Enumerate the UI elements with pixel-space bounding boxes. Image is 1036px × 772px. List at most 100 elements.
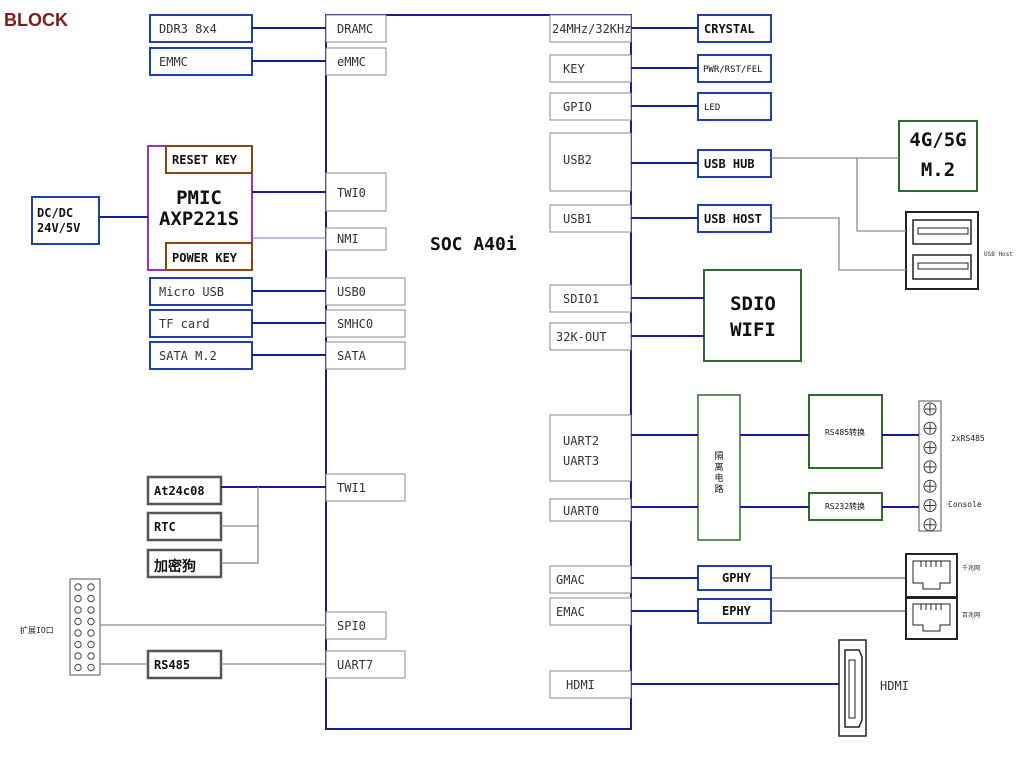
left-connections bbox=[99, 27, 326, 665]
port-usb1-label: USB1 bbox=[563, 212, 592, 226]
port-sdio1-label: SDIO1 bbox=[563, 292, 599, 306]
isolation-char-3: 电 bbox=[714, 472, 723, 484]
power-key-label: POWER KEY bbox=[172, 251, 238, 265]
dongle-label: 加密狗 bbox=[153, 558, 196, 575]
port-uart2-uart3 bbox=[549, 414, 632, 482]
port-usb2 bbox=[549, 132, 632, 192]
port-key-label: KEY bbox=[563, 62, 585, 76]
expansion-io-pin bbox=[74, 594, 82, 603]
port-32k-out bbox=[549, 322, 632, 351]
led-label: LED bbox=[704, 103, 720, 113]
emmc-label: EMMC bbox=[159, 55, 188, 69]
usb-host-box bbox=[697, 204, 772, 233]
dcdc-label-line1: DC/DC bbox=[37, 206, 73, 220]
usb-host-connector bbox=[905, 211, 979, 290]
wifi-label-line2: WIFI bbox=[730, 319, 776, 341]
expansion-io-pin bbox=[74, 652, 82, 660]
right-devices: CRYSTAL PWR/RST/FEL LED USB HUB USB HOST… bbox=[697, 14, 1013, 737]
terminal-screws bbox=[923, 402, 937, 532]
micro-usb-label: Micro USB bbox=[159, 285, 224, 299]
port-dramc-label: DRAMC bbox=[337, 22, 373, 36]
rj45-fast-pins bbox=[920, 604, 942, 610]
usb-host-port-label: USB Host bbox=[984, 251, 1013, 258]
power-key-box bbox=[165, 242, 253, 271]
expansion-io-header bbox=[69, 578, 101, 676]
terminal-screw bbox=[923, 499, 937, 512]
isolation-char-2: 离 bbox=[714, 461, 723, 473]
at24c08-box bbox=[146, 475, 223, 506]
port-twi0 bbox=[325, 172, 387, 212]
port-uart0 bbox=[549, 498, 632, 522]
port-smhc0-label: SMHC0 bbox=[337, 317, 373, 331]
reset-key-label: RESET KEY bbox=[172, 153, 238, 167]
expansion-io-pin bbox=[87, 617, 95, 626]
at24c08-label: At24c08 bbox=[154, 484, 205, 498]
sata-m2-label: SATA M.2 bbox=[159, 349, 217, 363]
m2-label-line1: 4G/5G bbox=[909, 129, 966, 151]
rs485-converter-box bbox=[808, 394, 883, 469]
expansion-io-pin bbox=[74, 640, 82, 649]
port-usb0-label: USB0 bbox=[337, 285, 366, 299]
port-sdio1 bbox=[549, 284, 632, 313]
port-emac-label: EMAC bbox=[556, 605, 585, 619]
port-spi0-label: SPI0 bbox=[337, 619, 366, 633]
port-nmi bbox=[325, 227, 387, 251]
port-clock bbox=[549, 14, 632, 43]
port-nmi-label: NMI bbox=[337, 232, 359, 246]
crystal-box bbox=[697, 14, 772, 43]
expansion-io-pin bbox=[87, 606, 95, 614]
usb-host-label: USB HOST bbox=[704, 212, 762, 226]
gigabit-port-label: 千兆网 bbox=[962, 564, 980, 572]
line-host-usb-port bbox=[771, 217, 906, 271]
port-gmac bbox=[549, 565, 632, 594]
soc-left-ports: DRAMC eMMC TWI0 NMI USB0 SMHC0 SATA TWI1… bbox=[325, 14, 406, 679]
reset-key-box bbox=[165, 145, 253, 174]
ddr3-label: DDR3 8x4 bbox=[159, 22, 217, 36]
terminal-screw bbox=[923, 402, 937, 416]
expansion-io-pin bbox=[74, 663, 82, 672]
expansion-io-pin bbox=[74, 606, 82, 614]
ephy-label: EPHY bbox=[722, 604, 752, 618]
rj45-gigabit-port bbox=[905, 553, 958, 598]
port-gpio bbox=[549, 92, 632, 121]
isolation-char-1: 隔 bbox=[714, 451, 723, 462]
expansion-io-pin bbox=[87, 640, 95, 649]
m2-module-box bbox=[898, 120, 978, 192]
pmic-label-line2: AXP221S bbox=[159, 208, 239, 230]
gphy-label: GPHY bbox=[722, 571, 752, 585]
port-hdmi bbox=[549, 670, 632, 699]
port-twi0-label: TWI0 bbox=[337, 186, 366, 200]
sata-m2-box bbox=[149, 341, 253, 370]
gphy-box bbox=[697, 565, 772, 591]
port-clock-label: 24MHz/32KHz bbox=[552, 22, 631, 36]
rj45-fast-port bbox=[905, 597, 958, 640]
port-gpio-label: GPIO bbox=[563, 100, 592, 114]
terminal-screw bbox=[923, 518, 937, 532]
rs485-label: RS485 bbox=[154, 658, 190, 672]
port-uart3-label: UART3 bbox=[563, 454, 599, 468]
diagram-title: BLOCK bbox=[4, 10, 68, 30]
port-sata bbox=[325, 341, 406, 370]
ddr3-box bbox=[149, 14, 253, 43]
port-uart7-label: UART7 bbox=[337, 658, 373, 672]
expansion-io-pins bbox=[74, 583, 95, 672]
expansion-io-pin bbox=[87, 594, 95, 603]
rs485-box bbox=[146, 649, 223, 680]
port-usb2-label: USB2 bbox=[563, 153, 592, 167]
hdmi-connector-socket bbox=[844, 649, 863, 728]
expansion-io-pin bbox=[74, 617, 82, 626]
hdmi-connector-label: HDMI bbox=[880, 679, 909, 693]
terminal-screw bbox=[923, 460, 937, 474]
port-hdmi-label: HDMI bbox=[566, 678, 595, 692]
expansion-io-pin bbox=[74, 583, 82, 591]
rs485-converter-label: RS485转换 bbox=[825, 427, 865, 437]
expansion-io-pin bbox=[87, 629, 95, 637]
line-hub-usb-port bbox=[856, 158, 906, 232]
expansion-io-pin bbox=[74, 629, 82, 637]
port-emmc-label: eMMC bbox=[337, 55, 366, 69]
fast-port-label: 百兆网 bbox=[962, 611, 980, 619]
port-twi1 bbox=[325, 473, 406, 502]
rs232-converter-label: RS232转换 bbox=[825, 501, 865, 511]
terminal-screw bbox=[923, 441, 937, 455]
